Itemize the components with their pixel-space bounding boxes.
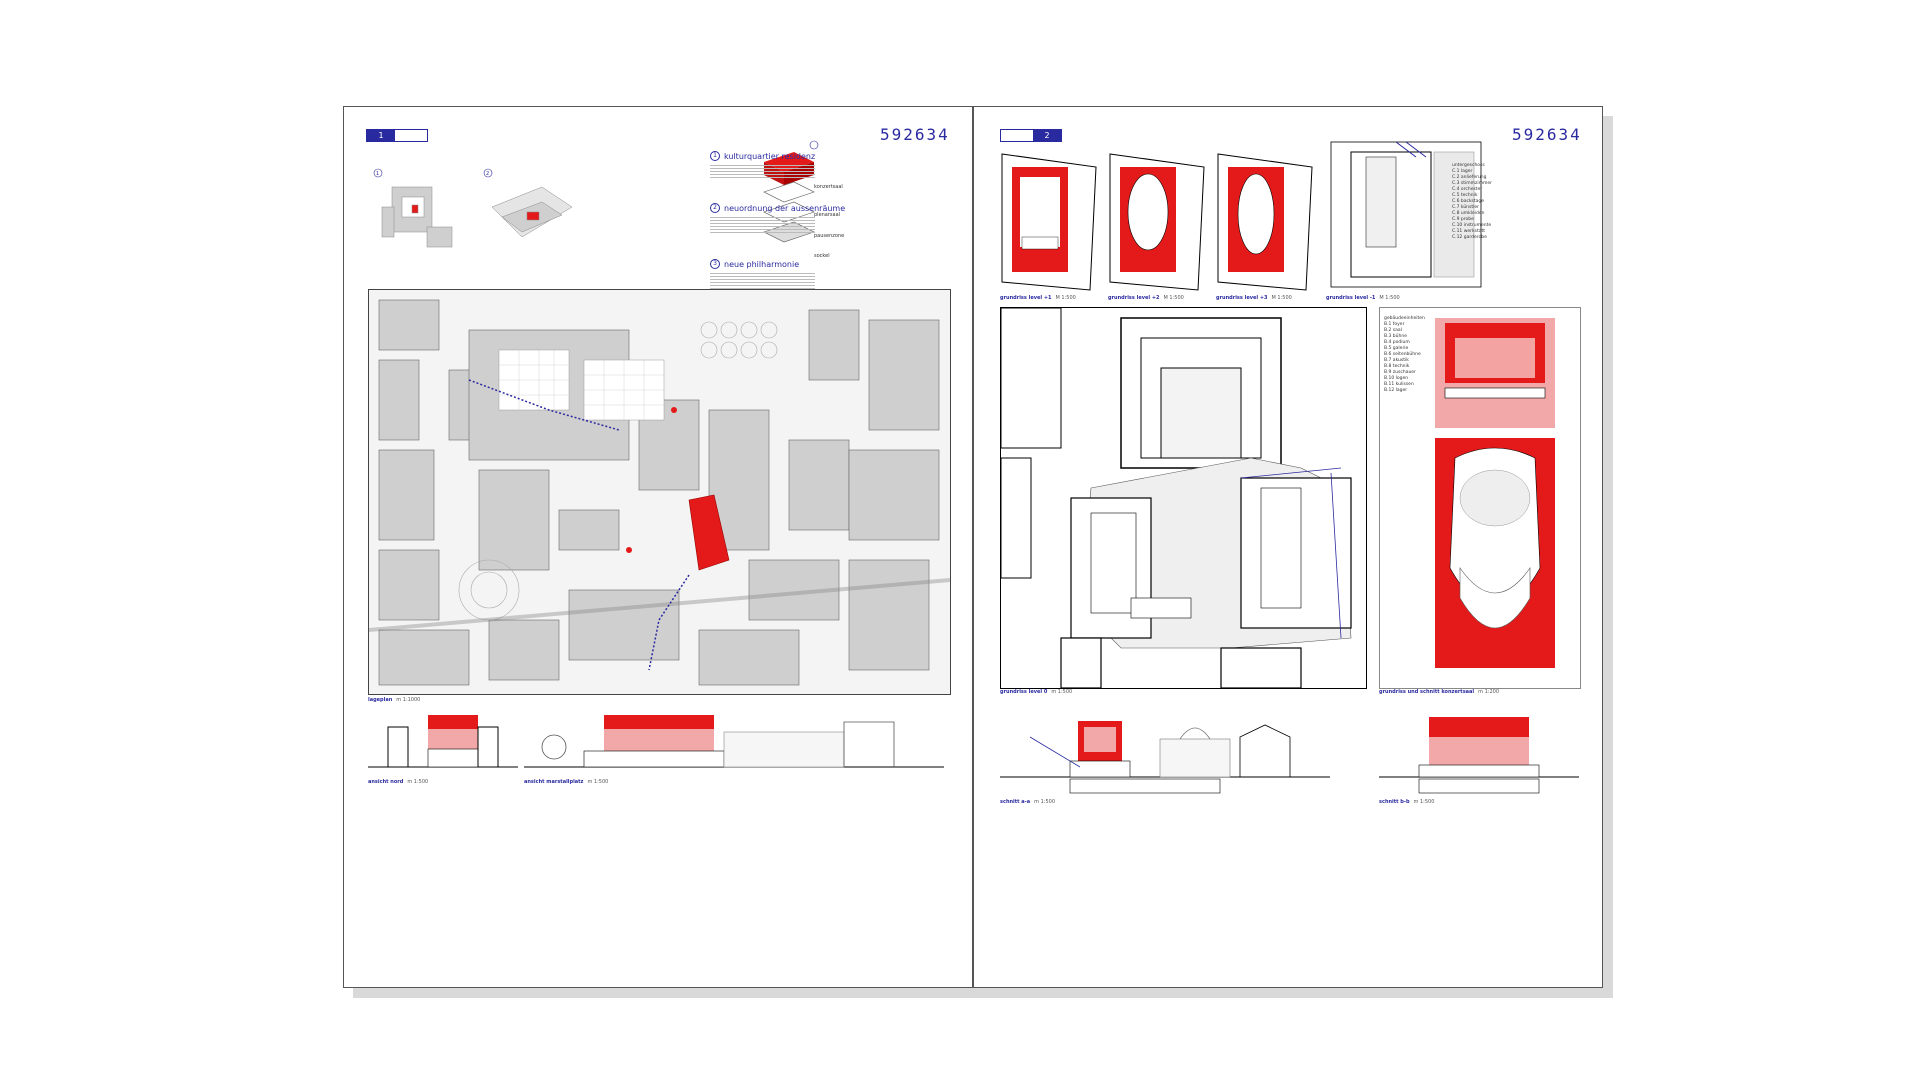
plan-level-plus-3 (1217, 153, 1313, 291)
plan-level-plus-2 (1109, 153, 1205, 291)
section-text-block (710, 271, 815, 291)
plan-level-plus-1 (1001, 153, 1097, 291)
sheet-number: 1 (367, 130, 395, 141)
svg-text:1: 1 (376, 171, 379, 177)
plan-level-minus-1 (1330, 141, 1482, 288)
section-text-block (710, 215, 815, 235)
competition-id: 592634 (1512, 125, 1582, 144)
competition-id: 592634 (880, 125, 950, 144)
iso-label: sockel (814, 253, 830, 259)
elevation-marstallplatz (524, 715, 944, 768)
plan-level-0 (1000, 307, 1367, 689)
section-a-a (1000, 721, 1330, 794)
elevation-north (368, 715, 518, 768)
sheet-number-tab: 2 (1000, 129, 1062, 142)
sheet-number-tab: 1 (366, 129, 428, 142)
poster-sheet-1: 1 592634 1 2 konzertsaal plenarsaal paus (343, 106, 973, 988)
site-plan (368, 289, 951, 695)
iso-label: konzertsaal (814, 184, 843, 190)
section-b-b (1379, 717, 1579, 794)
legend-lower-level: untergeschoss C.1 lager C.2 anlieferung … (1452, 163, 1492, 240)
iso-label: pausenzone (814, 233, 845, 239)
svg-text:2: 2 (486, 171, 489, 177)
legend-hall: gebäudeeinheiten B.1 foyer B.2 saal B.3 … (1384, 316, 1425, 393)
concert-hall-panel: gebäudeeinheiten B.1 foyer B.2 saal B.3 … (1379, 307, 1581, 689)
context-sketches: 1 2 (373, 168, 572, 248)
concert-hall-drawings (1435, 318, 1555, 668)
sheet-number: 2 (1033, 130, 1061, 141)
iso-label: plenarsaal (814, 212, 841, 218)
section-text-block (710, 163, 815, 180)
